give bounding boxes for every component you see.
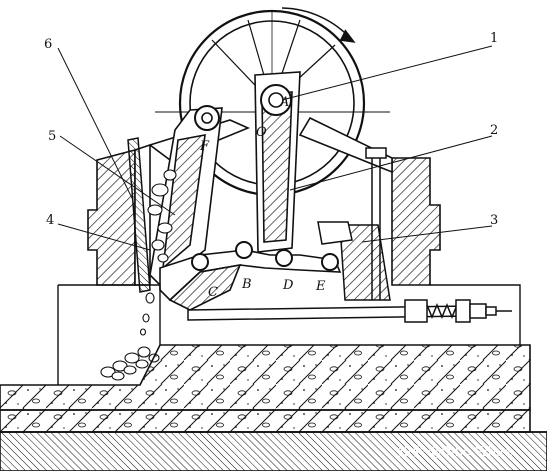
point-label-d: D	[282, 278, 294, 293]
part-label-5: 5	[48, 129, 56, 144]
point-label-f: F	[199, 139, 210, 154]
tie-rod-spring	[187, 299, 512, 323]
toggle-plates	[159, 241, 342, 311]
leader-lines	[57, 45, 493, 251]
swing-jaw	[149, 105, 223, 287]
part-label-2: 2	[490, 123, 498, 138]
connecting-rod	[254, 71, 301, 253]
part-label-3: 3	[490, 213, 498, 228]
watermark: 知乎 @Dino White	[398, 444, 513, 460]
rock-particles	[100, 169, 177, 381]
point-label-o: O	[256, 125, 267, 140]
part-label-1: 1	[490, 31, 498, 46]
point-label-c: C	[208, 285, 218, 300]
adjusting-block	[317, 147, 391, 301]
point-label-a: A	[279, 95, 289, 110]
point-label-b: B	[241, 277, 252, 292]
part-label-6: 6	[44, 37, 52, 52]
rotation-arrow	[281, 7, 356, 43]
part-label-4: 4	[46, 213, 54, 228]
base-supports	[57, 284, 521, 385]
point-label-e: E	[315, 279, 326, 294]
foundation	[0, 344, 547, 472]
fixed-jaw-plate	[127, 137, 151, 293]
